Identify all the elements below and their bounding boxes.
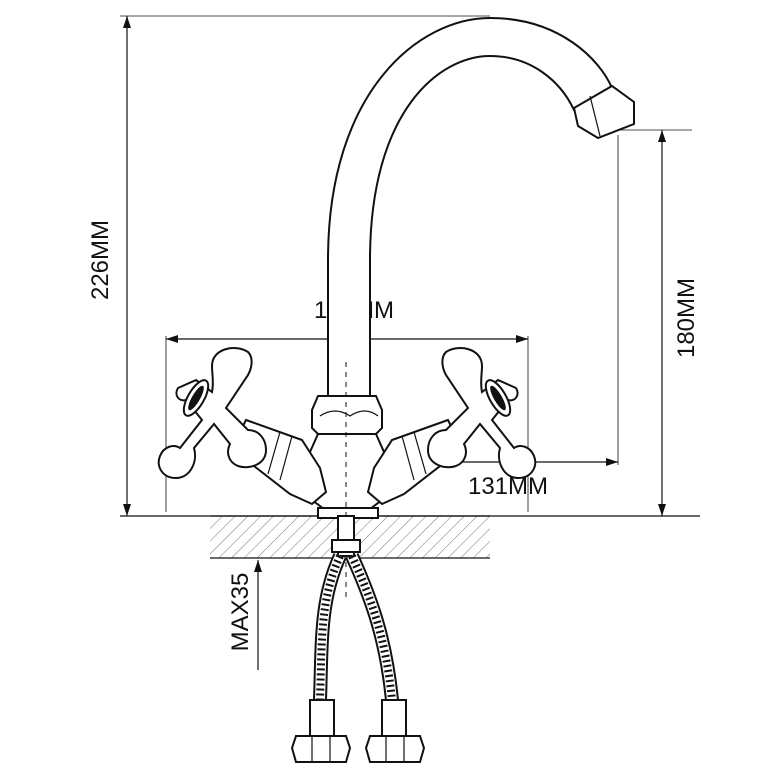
faucet-spout	[327, 16, 635, 397]
mounting-stud	[331, 515, 361, 557]
dim-label-max35: MAX35	[227, 573, 254, 652]
dimension-total-height: 226MM	[87, 15, 490, 516]
right-cross-handle-icon	[426, 347, 537, 480]
left-cross-handle-icon	[157, 347, 268, 480]
dimension-max-thickness: MAX35	[227, 560, 262, 670]
flexible-hose-icon	[290, 553, 426, 763]
dim-label-180: 180MM	[673, 278, 700, 358]
dim-label-226: 226MM	[87, 220, 114, 300]
dimension-spout-height: 180MM	[600, 129, 700, 516]
dim-label-131: 131MM	[468, 473, 548, 500]
